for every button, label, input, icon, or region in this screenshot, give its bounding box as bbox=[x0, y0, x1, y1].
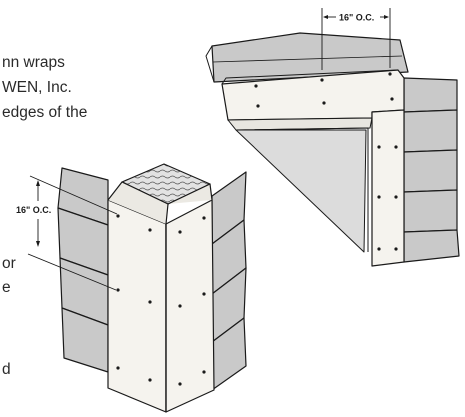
right-trim-top bbox=[167, 183, 213, 205]
head-fasteners bbox=[254, 72, 398, 251]
upper-siding bbox=[211, 32, 409, 83]
casing-return bbox=[227, 117, 373, 131]
left-trim-face bbox=[107, 199, 167, 413]
right-siding-3 bbox=[403, 149, 458, 193]
caption-fragment-3: edges of the bbox=[2, 104, 88, 121]
corner-fasteners bbox=[116, 214, 206, 386]
left-trim-top bbox=[107, 181, 169, 225]
caption-fragment-6: d bbox=[2, 361, 11, 378]
right-siding-1 bbox=[403, 77, 458, 113]
caption-fragment-2: WEN, Inc. bbox=[2, 79, 72, 96]
side-dimension-label: 16" O.C. bbox=[16, 205, 51, 215]
side-trim-board bbox=[371, 109, 405, 267]
siding-line bbox=[212, 55, 403, 63]
top-dimension-label: 16" O.C. bbox=[339, 13, 374, 23]
head-casing-illustration bbox=[205, 32, 460, 267]
right-siding-2 bbox=[403, 109, 458, 153]
caption-fragment-4: or bbox=[2, 255, 16, 272]
casing-inner-line bbox=[235, 127, 369, 252]
right-siding-5 bbox=[403, 229, 460, 263]
head-trim-edge bbox=[221, 69, 399, 85]
siding-edge bbox=[205, 45, 215, 83]
caption-fragment-5: e bbox=[2, 279, 11, 296]
window-opening bbox=[235, 129, 367, 253]
outside-corner-illustration bbox=[57, 163, 247, 413]
side-dimension bbox=[27, 175, 118, 291]
right-trim-face bbox=[165, 199, 215, 413]
right-siding-4 bbox=[403, 189, 458, 233]
top-dimension bbox=[321, 8, 391, 70]
caption-fragment-1: nn wraps bbox=[2, 54, 65, 71]
